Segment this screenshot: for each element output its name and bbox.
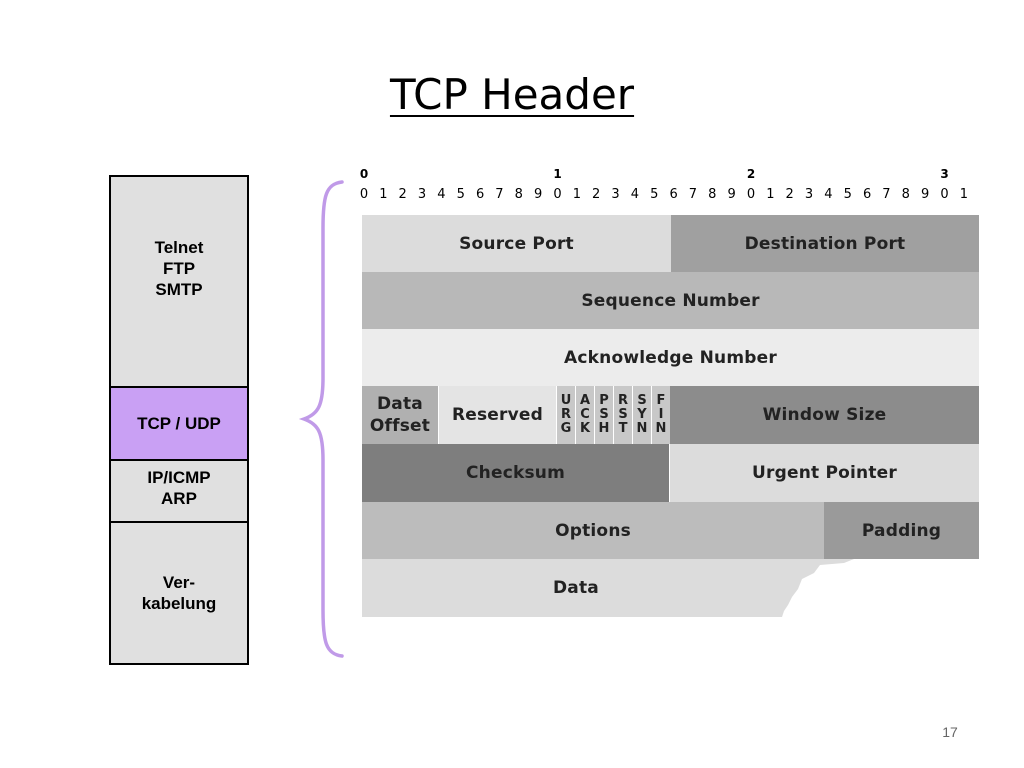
flag-letter: A	[579, 393, 591, 408]
bit-index-27: 7	[882, 187, 891, 202]
bit-index-8: 8	[514, 187, 523, 202]
bit-index-19: 9	[727, 187, 736, 202]
flag-letter: R	[617, 393, 628, 408]
curly-brace-icon	[298, 180, 344, 658]
flag-letter: P	[599, 393, 609, 408]
padding-field: Padding	[824, 502, 979, 559]
data-field-shape	[362, 559, 854, 617]
bit-index-9: 9	[534, 187, 543, 202]
bit-index-18: 8	[708, 187, 717, 202]
bit-decade-0: 0	[359, 167, 369, 181]
data-field: Data	[553, 578, 599, 598]
bit-index-25: 5	[843, 187, 852, 202]
reserved-field: Reserved	[438, 386, 556, 444]
page-number: 17	[942, 724, 958, 740]
bit-index-23: 3	[804, 187, 814, 202]
protocol-stack: Telnet FTP SMTP TCP / UDP IP/ICMP ARP Ve…	[109, 175, 249, 665]
flag-letter: S	[599, 407, 609, 422]
bit-decade-3: 3	[940, 167, 949, 181]
bit-index-26: 6	[862, 187, 872, 202]
source-port-field: Source Port	[362, 215, 671, 272]
bit-index-11: 1	[572, 187, 581, 202]
bit-index-17: 7	[688, 187, 698, 202]
flag-letter: U	[560, 393, 572, 408]
bit-decade-1: 1	[553, 167, 562, 181]
bit-index-21: 1	[766, 187, 775, 202]
bit-index-7: 7	[495, 187, 504, 202]
bit-index-13: 3	[611, 187, 620, 202]
flag-letter: T	[618, 421, 628, 436]
transport-layer: TCP / UDP	[111, 386, 247, 459]
flag-letter: F	[656, 393, 666, 408]
bit-index-2: 2	[398, 187, 407, 202]
flag-letter: S	[618, 407, 628, 422]
bit-index-10: 0	[553, 187, 562, 202]
bit-index-22: 2	[785, 187, 794, 202]
destination-port-field: Destination Port	[671, 215, 979, 272]
options-field: Options	[362, 502, 824, 559]
flag-letter: N	[636, 421, 648, 436]
network-layer: IP/ICMP ARP	[111, 459, 247, 521]
acknowledge-number-field: Acknowledge Number	[362, 329, 979, 386]
flag-letter: Y	[637, 407, 647, 422]
window-size-field: Window Size	[670, 386, 979, 444]
bit-index-14: 4	[630, 187, 640, 202]
bit-index-1: 1	[379, 187, 388, 202]
bit-index-24: 4	[824, 187, 833, 202]
flag-letter: R	[560, 407, 571, 422]
flag-letter: N	[655, 421, 667, 436]
sequence-number-field: Sequence Number	[362, 272, 979, 329]
flag-letter: S	[637, 393, 647, 408]
bit-index-29: 9	[921, 187, 930, 202]
bit-index-3: 3	[417, 187, 427, 202]
bit-index-5: 5	[456, 187, 465, 202]
bit-decade-2: 2	[746, 167, 756, 181]
bit-ruler-tens: 0 1 2 3	[0, 167, 1024, 181]
bit-index-31: 1	[959, 187, 968, 202]
bit-index-30: 0	[940, 187, 949, 202]
slide-title: TCP Header	[389, 70, 635, 119]
urgent-pointer-field: Urgent Pointer	[669, 444, 979, 502]
bit-index-15: 5	[650, 187, 659, 202]
bit-index-28: 8	[901, 187, 910, 202]
bit-index-12: 2	[592, 187, 601, 202]
flag-letter: C	[580, 407, 590, 422]
bit-index-4: 4	[437, 187, 446, 202]
bit-index-0: 0	[359, 187, 369, 202]
physical-layer: Ver- kabelung	[111, 521, 247, 663]
data-offset-field: Data Offset	[362, 386, 438, 444]
bit-index-20: 0	[746, 187, 756, 202]
checksum-field: Checksum	[362, 444, 669, 502]
flag-letter: I	[658, 407, 664, 422]
flag-letter: K	[579, 421, 591, 436]
application-layer: Telnet FTP SMTP	[154, 238, 204, 299]
bit-index-6: 6	[475, 187, 485, 202]
bit-index-16: 6	[669, 187, 678, 202]
flag-letter: G	[560, 421, 572, 436]
flag-letter: H	[598, 421, 610, 436]
